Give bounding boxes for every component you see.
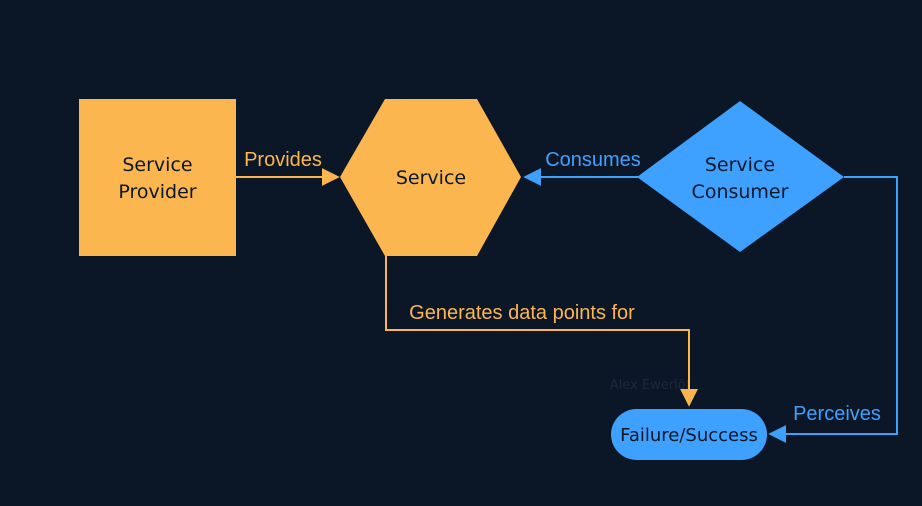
node-service: Service (340, 99, 521, 256)
edge-label-perceives: Perceives (793, 403, 881, 425)
edge-label-consumes: Consumes (545, 149, 641, 171)
node-service-provider: Service Provider (79, 99, 236, 256)
node-failure-success: Failure/Success (611, 409, 767, 460)
node-service-consumer: Service Consumer (637, 101, 844, 252)
edge-generates: Generates data points for (385, 256, 698, 407)
watermark-author: Alex Ewerlöf (610, 378, 691, 393)
edge-perceives: Perceives (768, 176, 898, 443)
node-failure-success-label: Failure/Success (620, 425, 758, 446)
node-service-provider-line2: Provider (118, 181, 196, 203)
edge-label-generates: Generates data points for (409, 302, 635, 324)
edge-consumes: Consumes (523, 149, 641, 186)
node-service-label: Service (396, 167, 466, 189)
node-service-provider-line1: Service (122, 154, 192, 176)
edge-label-provides: Provides (244, 149, 322, 171)
node-service-consumer-line2: Consumer (692, 181, 789, 203)
node-service-consumer-line1: Service (705, 154, 775, 176)
edge-provides: Provides (236, 149, 340, 186)
